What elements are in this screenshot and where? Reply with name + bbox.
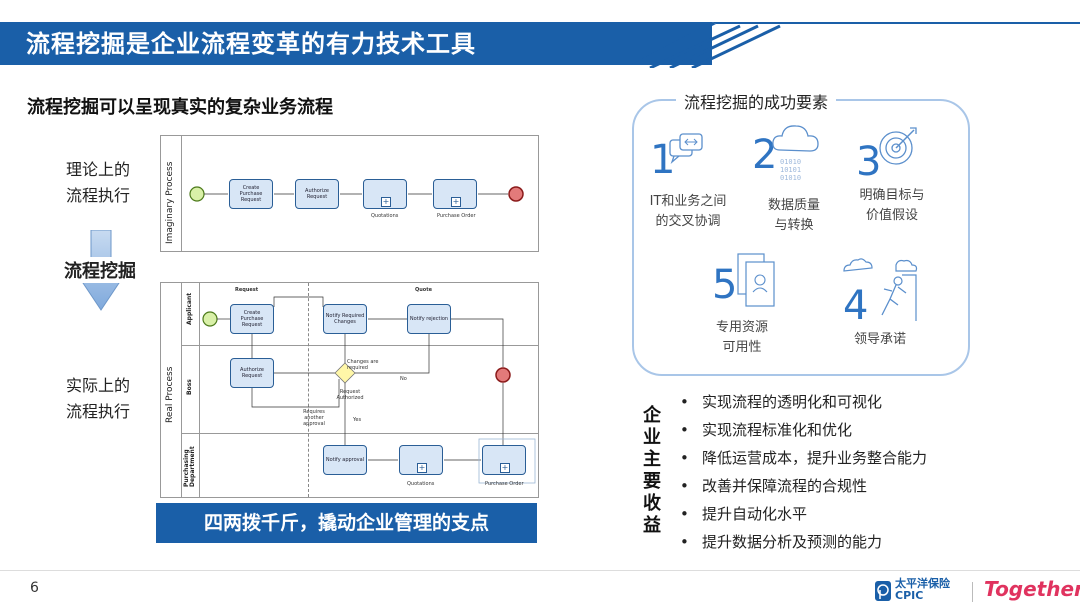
benefit-item: •实现流程标准化和优化	[680, 421, 853, 439]
cloud-data-icon: 01010 10101 01010	[772, 125, 819, 182]
real-subprocess-po	[482, 445, 526, 475]
factor-4-text: 领导承诺	[853, 332, 906, 347]
phase-quote: Quote	[415, 287, 433, 293]
climber-icon	[843, 258, 918, 321]
slide-title: 流程挖掘是企业流程变革的有力技术工具	[26, 30, 476, 58]
real-task-authorize: Authorize Request	[230, 358, 274, 388]
target-icon	[879, 127, 917, 165]
benefit-item: •提升自动化水平	[680, 505, 808, 523]
theory-label: 理论上的 流程执行	[66, 157, 130, 209]
factor-3-number: 3	[856, 139, 882, 185]
title-bar	[0, 22, 712, 65]
lane-divider-2	[181, 433, 538, 434]
left-subtitle: 流程挖掘可以呈现真实的复杂业务流程	[27, 97, 333, 118]
imaginary-task-create: Create Purchase Request	[229, 179, 273, 209]
imaginary-process-diagram: Imaginary Process Create Purchase Reques…	[160, 135, 539, 252]
factor-1-text: IT和业务之间 的交叉协调	[649, 194, 727, 229]
together-logo: Together	[984, 577, 1080, 601]
chat-icon	[669, 133, 703, 165]
benefit-item: •降低运营成本，提升业务整合能力	[680, 449, 928, 467]
real-task-notify-approval: Notify approval	[323, 445, 367, 475]
benefit-item: •提升数据分析及预测的能力	[680, 533, 883, 551]
imaginary-subprocess-quotations	[363, 179, 407, 209]
banner: 四两拨千斤，撬动企业管理的支点	[156, 503, 537, 543]
benefit-text: 降低运营成本，提升业务整合能力	[702, 449, 928, 467]
real-quotations-label: Quotations	[407, 481, 435, 487]
actual-label-line2: 流程执行	[66, 402, 131, 421]
real-process-diagram: Real Process Applicant Boss Purchasing D…	[160, 282, 539, 498]
imaginary-po-label: Purchase Order	[437, 213, 476, 219]
benefit-item: •改善并保障流程的合规性	[680, 477, 868, 495]
benefit-item: •实现流程的透明化和可视化	[680, 393, 883, 411]
cpic-logo: 太平洋保险 CPIC	[895, 578, 950, 602]
real-task-notify-rejection: Notify rejection	[407, 304, 451, 334]
benefits-label: 企业主要收益	[643, 405, 661, 536]
real-po-label: Purchase Order	[485, 481, 524, 487]
factor-4-number: 4	[843, 283, 869, 329]
cpic-logo-icon	[875, 581, 891, 601]
real-subprocess-quotations	[399, 445, 443, 475]
real-flow-arrows	[202, 296, 536, 484]
factor-5-number: 5	[712, 262, 738, 308]
lane-divider-1	[181, 345, 538, 346]
factor-3-text: 明确目标与 价值假设	[859, 188, 925, 223]
logo-divider	[972, 582, 973, 602]
imaginary-flow-arrows	[189, 186, 524, 202]
imaginary-quotations-label: Quotations	[371, 213, 399, 219]
real-pool-header	[161, 283, 182, 497]
label-requires-approval: Requires another approval	[303, 409, 325, 427]
imaginary-task-authorize: Authorize Request	[295, 179, 339, 209]
factor-1-number: 1	[650, 137, 676, 183]
success-title: 流程挖掘的成功要素	[676, 89, 837, 113]
actual-label: 实际上的 流程执行	[66, 373, 130, 425]
imaginary-subprocess-po	[433, 179, 477, 209]
real-task-create: Create Purchase Request	[230, 304, 274, 334]
label-no: No	[400, 376, 407, 382]
benefit-text: 实现流程的透明化和可视化	[702, 393, 883, 411]
footer-divider	[0, 570, 1080, 571]
cpic-name-cn: 太平洋保险	[895, 577, 950, 590]
svg-text:10101: 10101	[780, 166, 801, 174]
document-icon	[737, 253, 775, 307]
title-decoration-stripes	[630, 22, 1080, 68]
phase-request: Request	[235, 287, 259, 293]
real-task-notify-changes: Notify Required Changes	[323, 304, 367, 334]
benefit-text: 提升数据分析及预测的能力	[702, 533, 883, 551]
benefit-text: 提升自动化水平	[702, 505, 808, 523]
imaginary-pool-header	[161, 136, 182, 251]
label-yes: Yes	[353, 417, 362, 423]
factor-2-text: 数据质量 与转换	[767, 198, 820, 233]
theory-label-line2: 流程执行	[66, 186, 131, 205]
label-changes-required: Changes are required	[347, 359, 379, 371]
benefit-text: 改善并保障流程的合规性	[702, 477, 868, 495]
theory-label-line1: 理论上的	[66, 160, 131, 179]
mining-label: 流程挖掘	[64, 257, 136, 283]
label-request-authorized: Request Authorized	[336, 389, 364, 401]
phase-divider	[308, 283, 309, 497]
svg-text:01010: 01010	[780, 158, 801, 166]
svg-text:01010: 01010	[780, 174, 801, 182]
factor-5-text: 专用资源 可用性	[715, 320, 768, 355]
cpic-name-en: CPIC	[895, 589, 924, 602]
page-number: 6	[30, 580, 39, 596]
actual-label-line1: 实际上的	[66, 376, 131, 395]
real-lane-headers	[181, 283, 200, 497]
benefit-text: 实现流程标准化和优化	[702, 421, 853, 439]
